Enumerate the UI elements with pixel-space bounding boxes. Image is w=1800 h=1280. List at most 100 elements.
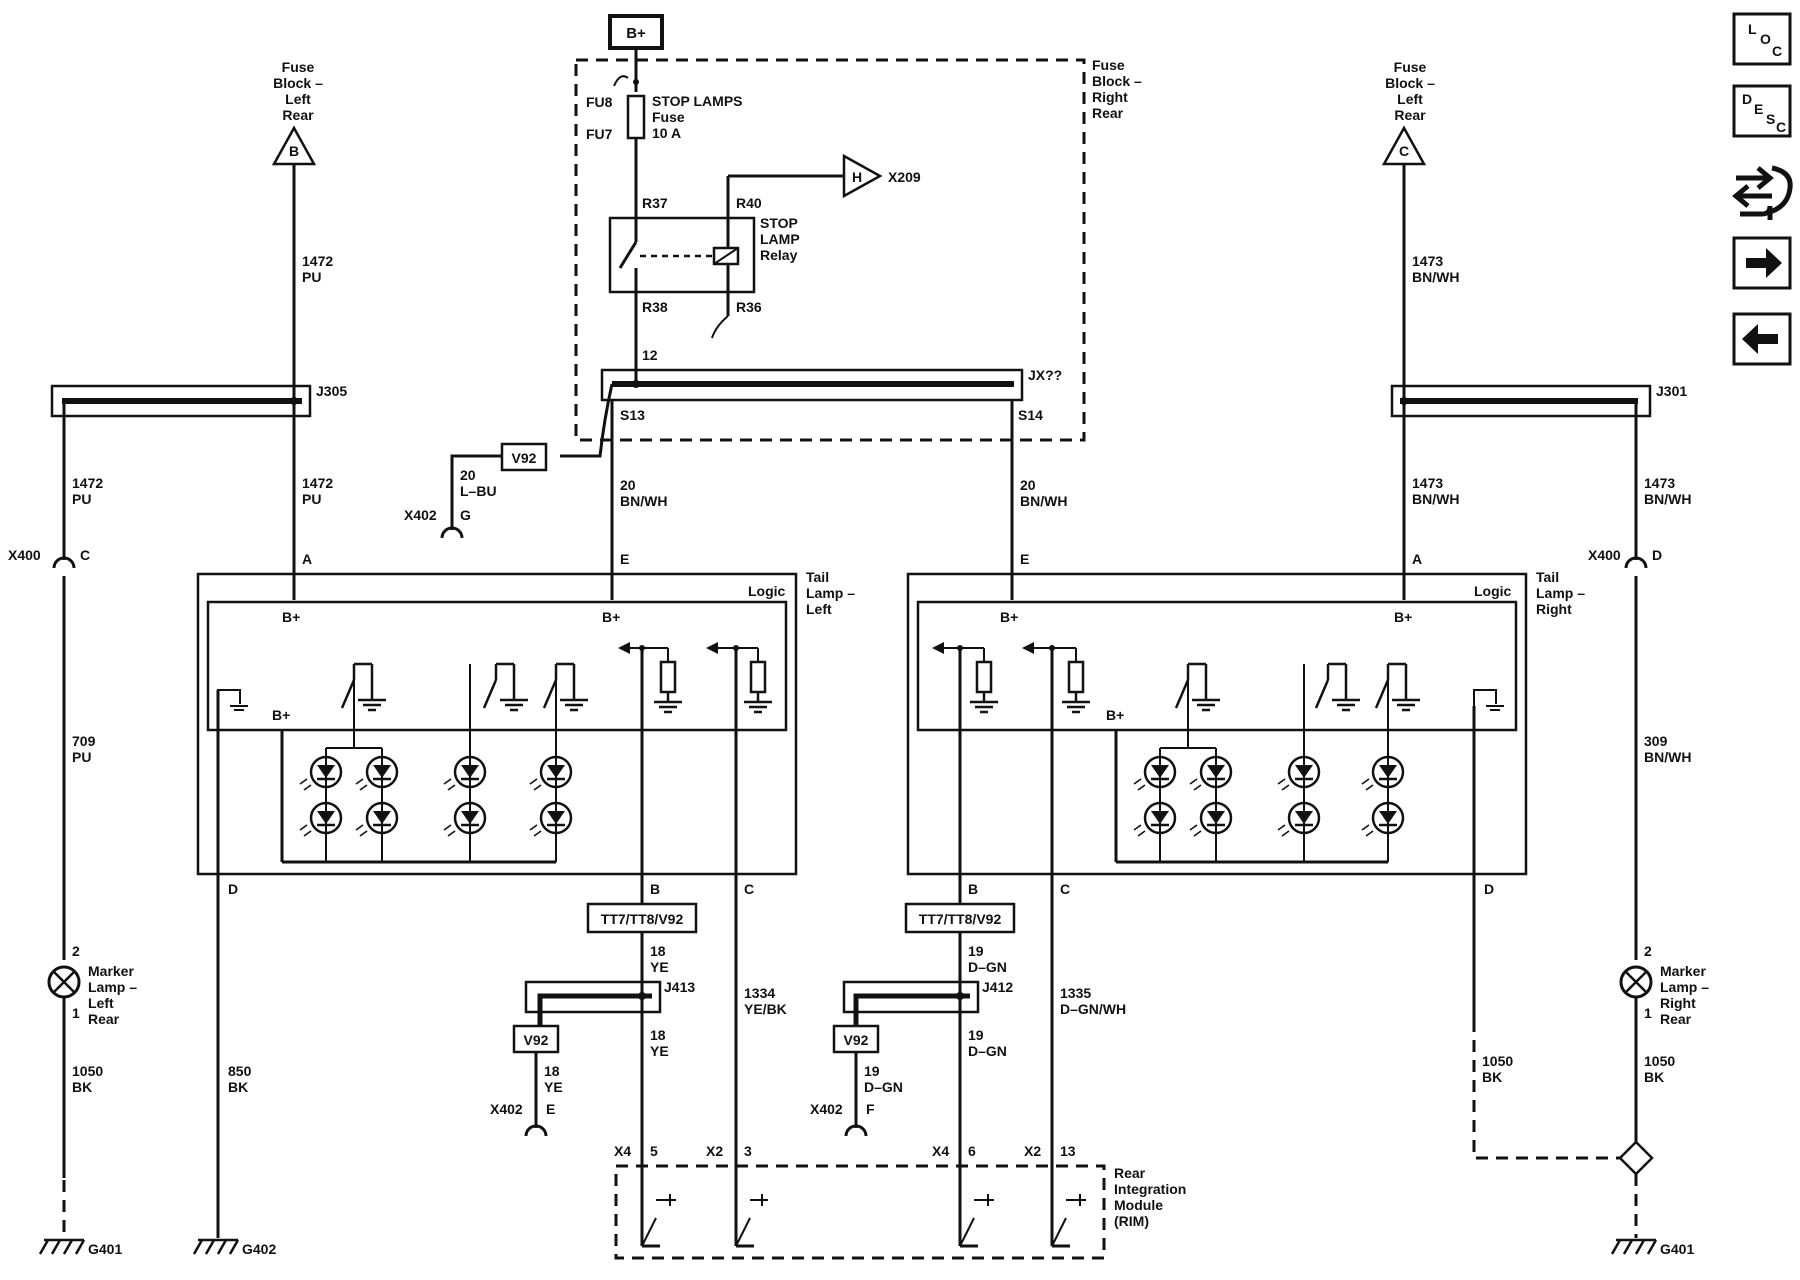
svg-text:B+: B+ [282, 609, 300, 625]
svg-text:BK: BK [1644, 1069, 1664, 1085]
svg-text:B+: B+ [1106, 707, 1124, 723]
svg-text:2: 2 [1644, 943, 1652, 959]
desc-button[interactable]: D E S C [1732, 84, 1792, 138]
left-output-c [706, 642, 772, 712]
svg-text:D–GN/WH: D–GN/WH [1060, 1001, 1126, 1017]
arrow-left-icon[interactable] [1732, 312, 1792, 366]
rim-name-label: Rear Integration Module (RIM) [1114, 1165, 1186, 1229]
svg-text:1050: 1050 [72, 1063, 103, 1079]
left-marker-lamp [47, 965, 81, 999]
splice-pin-12: 12 [642, 347, 658, 363]
svg-text:709: 709 [72, 733, 96, 749]
splice-j412 [842, 980, 980, 1014]
left-wire-gauge: 1472 [302, 253, 333, 269]
svg-text:YE: YE [650, 1043, 669, 1059]
left-wire-color: PU [302, 269, 321, 285]
svg-text:1334: 1334 [744, 985, 775, 1001]
svg-text:E: E [546, 1101, 555, 1117]
svg-text:YE: YE [544, 1079, 563, 1095]
splice-s14: S14 [1018, 407, 1043, 423]
svg-text:Module: Module [1114, 1197, 1163, 1213]
v92-top-pin: G [460, 507, 471, 523]
loc-button[interactable]: L O C [1732, 12, 1792, 66]
right-ground-g401: G401 [1660, 1241, 1694, 1257]
svg-text:C: C [1776, 119, 1786, 135]
svg-text:18: 18 [650, 943, 666, 959]
relay-pin-r40: R40 [736, 195, 762, 211]
svg-text:19: 19 [968, 1027, 984, 1043]
svg-text:X2: X2 [1024, 1143, 1041, 1159]
splice-s13: S13 [620, 407, 645, 423]
svg-text:X4: X4 [614, 1143, 631, 1159]
svg-text:1: 1 [72, 1005, 80, 1021]
svg-text:Left: Left [285, 91, 311, 107]
svg-text:2: 2 [72, 943, 80, 959]
svg-text:B+: B+ [1000, 609, 1018, 625]
svg-text:Block –: Block – [1385, 75, 1435, 91]
svg-text:STOP: STOP [760, 215, 798, 231]
tail-lamp-right-logic [916, 600, 1518, 732]
left-fuse-block-label: Fuse Block – Left Rear [273, 59, 323, 123]
svg-text:6: 6 [968, 1143, 976, 1159]
left-output-b [618, 642, 682, 712]
svg-text:Right: Right [1092, 89, 1128, 105]
svg-text:18: 18 [544, 1063, 560, 1079]
left-x400-label: X400 [8, 547, 41, 563]
relay-pin-r37: R37 [642, 195, 668, 211]
v92-top-box [500, 442, 548, 472]
fuse-block-right-rear-outline [574, 58, 1086, 442]
right-output-c [1022, 642, 1090, 712]
svg-text:5: 5 [650, 1143, 658, 1159]
svg-text:B+: B+ [272, 707, 290, 723]
rear-integration-module [614, 1164, 1106, 1260]
svg-text:V92: V92 [512, 450, 537, 466]
svg-text:BK: BK [72, 1079, 92, 1095]
svg-text:Relay: Relay [760, 247, 798, 263]
svg-text:B: B [968, 881, 978, 897]
right-e-gauge: 20 [1020, 477, 1036, 493]
svg-text:O: O [1760, 31, 1771, 47]
svg-text:1335: 1335 [1060, 985, 1091, 1001]
svg-text:1050: 1050 [1482, 1053, 1513, 1069]
svg-text:BK: BK [1482, 1069, 1502, 1085]
svg-text:Left: Left [88, 995, 114, 1011]
left-marker-name: Marker Lamp – Left Rear [88, 963, 137, 1027]
v92-top-conn: X402 [404, 507, 437, 523]
tail-lamp-left-module [196, 572, 798, 876]
left-e-gauge: 20 [620, 477, 636, 493]
battery-terminal: B+ [608, 14, 664, 50]
svg-text:V92: V92 [524, 1032, 549, 1048]
svg-text:Left: Left [806, 601, 832, 617]
svg-text:Fuse: Fuse [1394, 59, 1427, 75]
svg-text:Lamp –: Lamp – [1536, 585, 1585, 601]
svg-text:Block –: Block – [273, 75, 323, 91]
arrow-right-icon[interactable] [1732, 236, 1792, 290]
relay-name-label: STOP LAMP Relay [760, 215, 800, 263]
relay-pin-r36: R36 [736, 299, 762, 315]
svg-text:Left: Left [1397, 91, 1423, 107]
splice-j305-label: J305 [316, 383, 347, 399]
svg-text:309: 309 [1644, 733, 1668, 749]
svg-text:Tail: Tail [1536, 569, 1559, 585]
tail-lamp-right-module [906, 572, 1528, 876]
svg-text:C: C [1399, 143, 1409, 159]
connector-icon[interactable] [1732, 165, 1793, 220]
left-led-array [298, 664, 573, 862]
fuse-fu7-label: FU7 [586, 126, 613, 142]
svg-text:BN/WH: BN/WH [1412, 269, 1459, 285]
svg-text:X400: X400 [1588, 547, 1621, 563]
svg-text:Rear: Rear [1394, 107, 1426, 123]
left-ground-g401: G401 [88, 1241, 122, 1257]
svg-text:LAMP: LAMP [760, 231, 800, 247]
svg-text:B+: B+ [1394, 609, 1412, 625]
svg-text:BN/WH: BN/WH [1644, 491, 1691, 507]
svg-text:19: 19 [864, 1063, 880, 1079]
svg-text:Tail: Tail [806, 569, 829, 585]
svg-text:H: H [852, 169, 862, 185]
svg-text:18: 18 [650, 1027, 666, 1043]
relay-pin-r38: R38 [642, 299, 668, 315]
svg-text:PU: PU [72, 491, 91, 507]
svg-text:F: F [866, 1101, 875, 1117]
tail-lamp-left-logic [206, 600, 788, 732]
svg-text:YE: YE [650, 959, 669, 975]
